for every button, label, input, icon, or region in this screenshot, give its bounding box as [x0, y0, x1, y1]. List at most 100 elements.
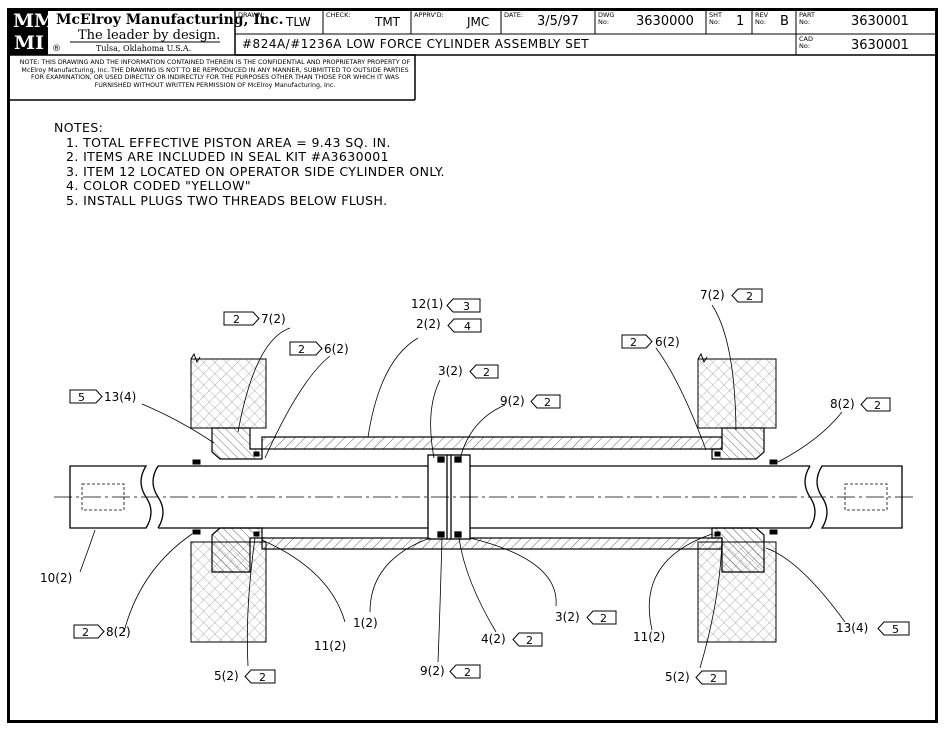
apprvd-value: JMC: [467, 15, 490, 29]
callout-label: 4(2): [481, 632, 506, 646]
svg-text:5: 5: [892, 623, 899, 636]
part-label-1: PART: [799, 11, 815, 19]
cad-label-2: No:: [799, 42, 811, 50]
callout-label: 9(2): [500, 394, 525, 408]
drawn-label: DRAWN:: [238, 11, 265, 19]
callout-label: 9(2): [420, 664, 445, 678]
callout-flag: 4: [447, 318, 482, 333]
callout-label: 2(2): [416, 317, 441, 331]
rod-end-left: [69, 465, 152, 529]
callout-label: 6(2): [324, 342, 349, 356]
sht-label-2: No:: [709, 18, 721, 26]
callout-label: 12(1): [411, 297, 443, 311]
svg-text:2: 2: [526, 634, 533, 647]
svg-text:2: 2: [630, 336, 637, 349]
callout-flag: 2: [530, 394, 561, 409]
callout-flag: 2: [469, 364, 499, 379]
apprvd-label: APPRV'D:: [414, 11, 444, 19]
callout-label: 8(2): [830, 397, 855, 411]
callout-flag: 2: [449, 664, 481, 679]
callout-flag: 2: [289, 341, 323, 356]
drawing-title: #824A/#1236A LOW FORCE CYLINDER ASSEMBLY…: [242, 37, 590, 51]
callout-flag: 2: [223, 311, 260, 326]
svg-text:2: 2: [600, 612, 607, 625]
note-item: 1. TOTAL EFFECTIVE PISTON AREA = 9.43 SQ…: [66, 134, 391, 150]
sht-number: 1: [736, 14, 745, 29]
dwg-label-2: No:: [598, 18, 610, 26]
svg-text:2: 2: [298, 343, 305, 356]
rev-label-2: No:: [755, 18, 767, 26]
callout-flag: 2: [73, 624, 105, 639]
part-number: 3630001: [851, 14, 909, 29]
callout-label: 11(2): [633, 630, 665, 644]
callout-label: 10(2): [40, 571, 72, 585]
dwg-number: 3630000: [636, 14, 694, 29]
left-end-cap: [211, 427, 263, 573]
svg-text:4: 4: [464, 320, 471, 333]
svg-text:2: 2: [483, 366, 490, 379]
right-end-cap: [711, 427, 765, 573]
callout-label: 11(2): [314, 639, 346, 653]
svg-text:2: 2: [544, 396, 551, 409]
date-value: 3/5/97: [537, 14, 579, 29]
check-label: CHECK:: [326, 11, 351, 19]
confidential-note: NOTE: THIS DRAWING AND THE INFORMATION C…: [19, 59, 411, 89]
cad-label-1: CAD: [799, 35, 813, 43]
company-location: Tulsa, Oklahoma U.S.A.: [96, 44, 192, 53]
part-label-2: No:: [799, 18, 811, 26]
callout-flag: 2: [586, 610, 617, 625]
cad-number: 3630001: [851, 38, 909, 53]
callout-label: 7(2): [700, 288, 725, 302]
rev-number: B: [780, 14, 789, 29]
callout-label: 5(2): [214, 669, 239, 683]
notes-block: NOTES:1. TOTAL EFFECTIVE PISTON AREA = 9…: [54, 120, 445, 208]
callout-flag: 2: [860, 397, 891, 412]
svg-text:2: 2: [746, 290, 753, 303]
notes-heading: NOTES:: [54, 120, 104, 135]
sht-label-1: SHT: [709, 11, 722, 19]
note-item: 3. ITEM 12 LOCATED ON OPERATOR SIDE CYLI…: [66, 163, 445, 179]
note-item: 2. ITEMS ARE INCLUDED IN SEAL KIT #A3630…: [66, 149, 390, 164]
check-value: TMT: [375, 15, 401, 29]
callout-flag: 5: [69, 389, 103, 404]
svg-text:2: 2: [82, 626, 89, 639]
registered-mark: ®: [52, 44, 61, 54]
svg-text:2: 2: [233, 313, 240, 326]
callout-label: 1(2): [353, 616, 378, 630]
callout-label: 3(2): [438, 364, 463, 378]
svg-text:3: 3: [463, 300, 470, 313]
callout-label: 8(2): [106, 625, 131, 639]
callout-label: 13(4): [836, 621, 868, 635]
svg-text:2: 2: [464, 666, 471, 679]
leader-lines: [79, 304, 846, 669]
callout-flag: 2: [512, 632, 543, 647]
callout-flag: 3: [446, 298, 481, 313]
callout-label: 6(2): [655, 335, 680, 349]
callout-flag: 2: [244, 669, 276, 684]
callout-label: 7(2): [261, 312, 286, 326]
svg-text:2: 2: [259, 671, 266, 684]
piston-rod: [152, 465, 816, 529]
rev-label-1: REV: [755, 11, 769, 19]
callout-label: 3(2): [555, 610, 580, 624]
drawn-value: TLW: [286, 15, 311, 29]
callout-label: 13(4): [104, 390, 136, 404]
tagline-underline: [70, 41, 220, 43]
note-item: 5. INSTALL PLUGS TWO THREADS BELOW FLUSH…: [66, 192, 388, 208]
svg-text:2: 2: [710, 672, 717, 685]
callout-flag: 2: [621, 334, 653, 349]
company-tagline: The leader by design.: [78, 28, 221, 43]
callout-flag: 5: [877, 621, 910, 636]
callout-flag: 2: [731, 288, 763, 303]
note-item: 4. COLOR CODED "YELLOW": [66, 178, 252, 193]
callout-flag: 2: [695, 670, 727, 685]
svg-text:5: 5: [78, 391, 85, 404]
dwg-label-1: DWG: [598, 11, 615, 19]
company-name: McElroy Manufacturing, Inc.: [56, 12, 284, 28]
date-label: DATE:: [504, 11, 524, 19]
callout-label: 5(2): [665, 670, 690, 684]
